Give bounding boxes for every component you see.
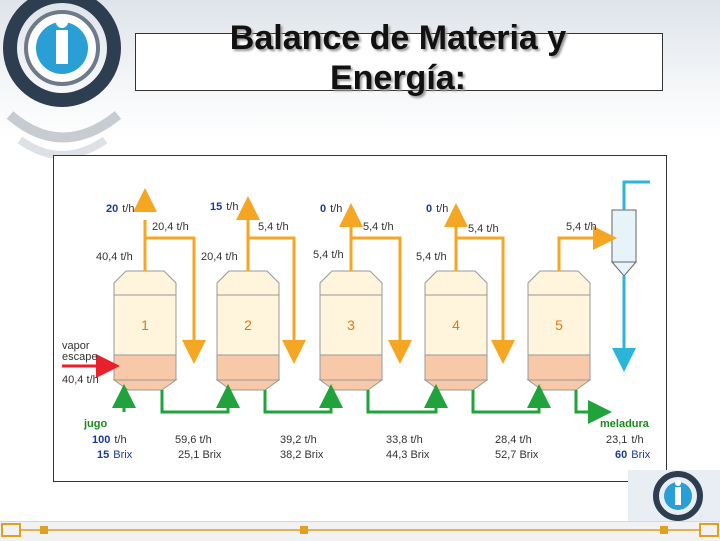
steam-label-escape: escape xyxy=(62,351,97,363)
vapor-rate-low-2: 20,4 t/h xyxy=(201,251,238,263)
flow-brix-2: 38,2 Brix xyxy=(280,449,324,461)
vapor-rate-mid-2: 5,4 t/h xyxy=(258,221,289,233)
title-line-2: Energía: xyxy=(329,59,467,97)
title-box xyxy=(135,33,663,91)
steam-rate: 40,4 t/h xyxy=(62,374,99,386)
footer-decoration xyxy=(1,523,719,537)
vapor-rate-low-1: 40,4 t/h xyxy=(96,251,133,263)
effect-number-4: 4 xyxy=(452,317,460,333)
vapor-line-5-condenser xyxy=(557,226,617,271)
vapor-line-2-3 xyxy=(248,236,306,364)
effect-number-1: 1 xyxy=(141,317,149,333)
liquid-line-2-3 xyxy=(263,384,343,414)
vapor-lines xyxy=(133,188,617,364)
flow-rate-3: 33,8 t/h xyxy=(386,434,423,446)
flow-rate-1: 59,6 t/h xyxy=(175,434,212,446)
vessel-2 xyxy=(215,270,281,391)
liquid-lines xyxy=(112,384,612,424)
vapor-rate-mid-3: 5,4 t/h xyxy=(363,221,394,233)
flow-brix-3: 44,3 Brix xyxy=(386,449,430,461)
product-outlet xyxy=(574,390,612,424)
flow-rate-4: 28,4 t/h xyxy=(495,434,532,446)
flow-brix-4: 52,7 Brix xyxy=(495,449,539,461)
footer-strip xyxy=(0,521,720,541)
product-label: meladura xyxy=(600,418,650,430)
liquid-line-3-4 xyxy=(366,384,448,414)
vessel-3 xyxy=(318,270,384,391)
effect-number-5: 5 xyxy=(555,317,563,333)
effect-number-2: 2 xyxy=(244,317,252,333)
title-line-1: Balance de Materia y xyxy=(229,19,567,57)
logo-bottom-right xyxy=(628,470,720,522)
vapor-line-3-4 xyxy=(351,236,412,364)
liquid-line-4-5 xyxy=(471,384,551,414)
vapor-rate-low-3: 5,4 t/h xyxy=(313,249,344,261)
vessel-5 xyxy=(526,270,592,391)
vapor-line-4-5 xyxy=(456,236,515,364)
flow-brix-1: 25,1 Brix xyxy=(178,449,222,461)
vapor-rate-mid-1: 20,4 t/h xyxy=(152,221,189,233)
feed-label: jugo xyxy=(83,418,107,430)
slide-title: Balance de Materia y Energía: xyxy=(135,18,661,98)
vapor-rate-mid-4: 5,4 t/h xyxy=(468,223,499,235)
vapor-line-1-2 xyxy=(145,236,206,364)
vapor-rate-mid-5: 5,4 t/h xyxy=(566,221,597,233)
flow-rate-2: 39,2 t/h xyxy=(280,434,317,446)
steam-label-vapor: vapor xyxy=(62,340,90,352)
effect-number-3: 3 xyxy=(347,317,355,333)
liquid-line-1-2 xyxy=(160,384,240,414)
condenser xyxy=(610,209,638,277)
cooling-water-in xyxy=(622,180,650,210)
vapor-rate-low-4: 5,4 t/h xyxy=(416,251,447,263)
